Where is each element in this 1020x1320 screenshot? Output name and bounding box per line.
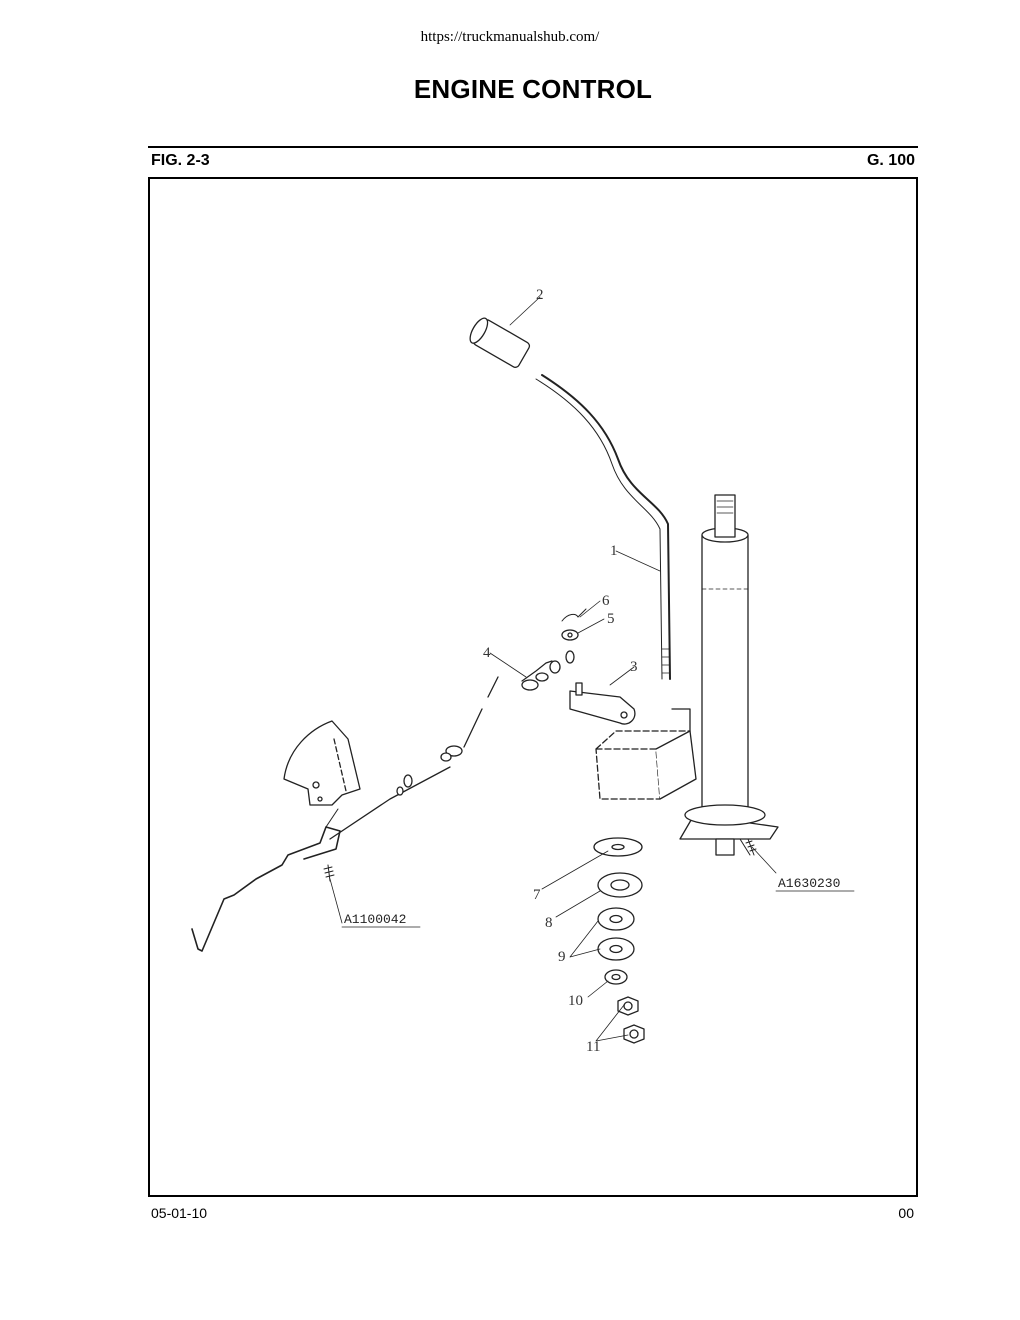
callout-8: 8	[545, 915, 553, 931]
washer-10	[604, 969, 628, 985]
pedal-bracket	[283, 720, 361, 806]
revision-number: 00	[898, 1205, 914, 1221]
bolt-left	[323, 864, 335, 882]
part-number-right-bolt: A1630230	[778, 876, 840, 891]
figure-frame: 2 1 3 4 5 6 7 8 9 10 11 A1630230 A110004…	[148, 177, 918, 1197]
callout-2: 2	[536, 287, 544, 303]
callout-6: 6	[602, 593, 610, 609]
nut-11b	[623, 1024, 645, 1044]
callout-5: 5	[607, 611, 615, 627]
washer-9a	[597, 907, 635, 931]
callout-9: 9	[558, 949, 566, 965]
figure-label: FIG. 2-3	[151, 152, 210, 169]
washer-9b	[597, 937, 635, 961]
washer-8	[597, 872, 643, 898]
callout-7: 7	[533, 887, 541, 903]
header-rule	[148, 146, 918, 148]
washer-7	[593, 837, 643, 857]
nut-11a	[617, 996, 639, 1016]
lever-plate	[569, 690, 636, 725]
callout-3: 3	[630, 659, 638, 675]
lever-rod	[541, 374, 671, 680]
callout-4: 4	[483, 645, 491, 661]
callout-11: 11	[586, 1039, 600, 1055]
exploded-parts-diagram: 2 1 3 4 5 6 7 8 9 10 11 A1630230 A110004…	[191, 287, 855, 1055]
source-url[interactable]: https://truckmanualshub.com/	[420, 29, 600, 45]
bolt-right	[745, 838, 757, 856]
lever-knob	[469, 317, 531, 368]
issue-date: 05-01-10	[151, 1205, 208, 1221]
accelerator-rod	[191, 826, 341, 952]
group-label: G. 100	[866, 152, 915, 169]
callout-10: 10	[568, 993, 583, 1009]
page-title: ENGINE CONTROL	[413, 74, 653, 104]
callout-1: 1	[610, 543, 618, 559]
throttle-cable	[329, 676, 499, 840]
control-column	[701, 534, 749, 814]
part-number-left-bolt: A1100042	[344, 912, 406, 927]
